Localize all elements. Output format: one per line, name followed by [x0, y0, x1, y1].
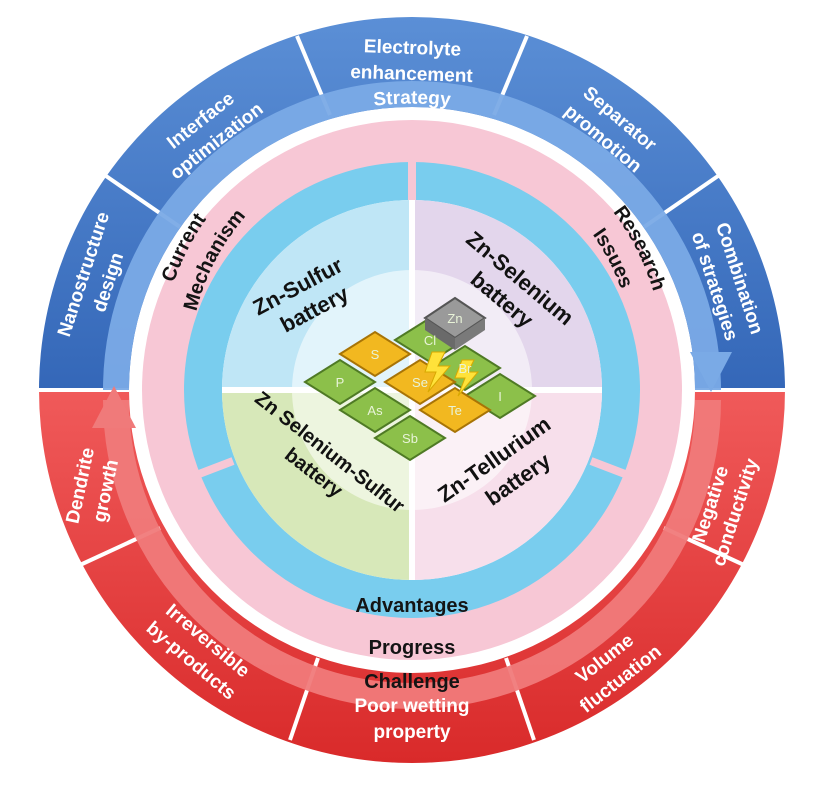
- chip-p: [303, 358, 377, 406]
- strategy-arrow: [103, 81, 732, 392]
- challenge-title: Challenge: [364, 671, 460, 693]
- label-zn: Zn: [447, 311, 462, 326]
- label-br: Br: [459, 361, 473, 376]
- element-chips: P S Cl Zn As Se Br Sb Te I: [303, 296, 537, 462]
- label-sb: Sb: [402, 431, 418, 446]
- advantages-label: Advantages: [355, 595, 468, 617]
- label-as: As: [367, 403, 383, 418]
- challenge-poor-wetting-2: property: [373, 722, 451, 743]
- blue-ring-gaps: [197, 162, 627, 478]
- lightning-icon: [424, 351, 452, 393]
- lightning-icon: [454, 359, 480, 397]
- challenge-poor-wetting: Poor wetting: [354, 696, 469, 717]
- progress-label: Progress: [369, 637, 456, 659]
- strategy-electrolyte-2: enhancement: [350, 62, 474, 87]
- chip-sb: [373, 414, 447, 462]
- challenge-arrow: [92, 386, 721, 709]
- strategy-electrolyte: Electrolyte: [363, 36, 461, 60]
- label-te: Te: [448, 403, 462, 418]
- label-cl: Cl: [424, 333, 436, 348]
- label-i: I: [498, 389, 502, 404]
- chip-s: [338, 330, 412, 378]
- label-s: S: [371, 347, 380, 362]
- label-se: Se: [412, 375, 428, 390]
- label-p: P: [336, 375, 345, 390]
- chip-as: [338, 386, 412, 434]
- chip-te: [418, 386, 492, 434]
- strategy-title: Strategy: [372, 88, 452, 111]
- strategy-ring: [39, 17, 785, 390]
- challenge-ring: [39, 390, 785, 763]
